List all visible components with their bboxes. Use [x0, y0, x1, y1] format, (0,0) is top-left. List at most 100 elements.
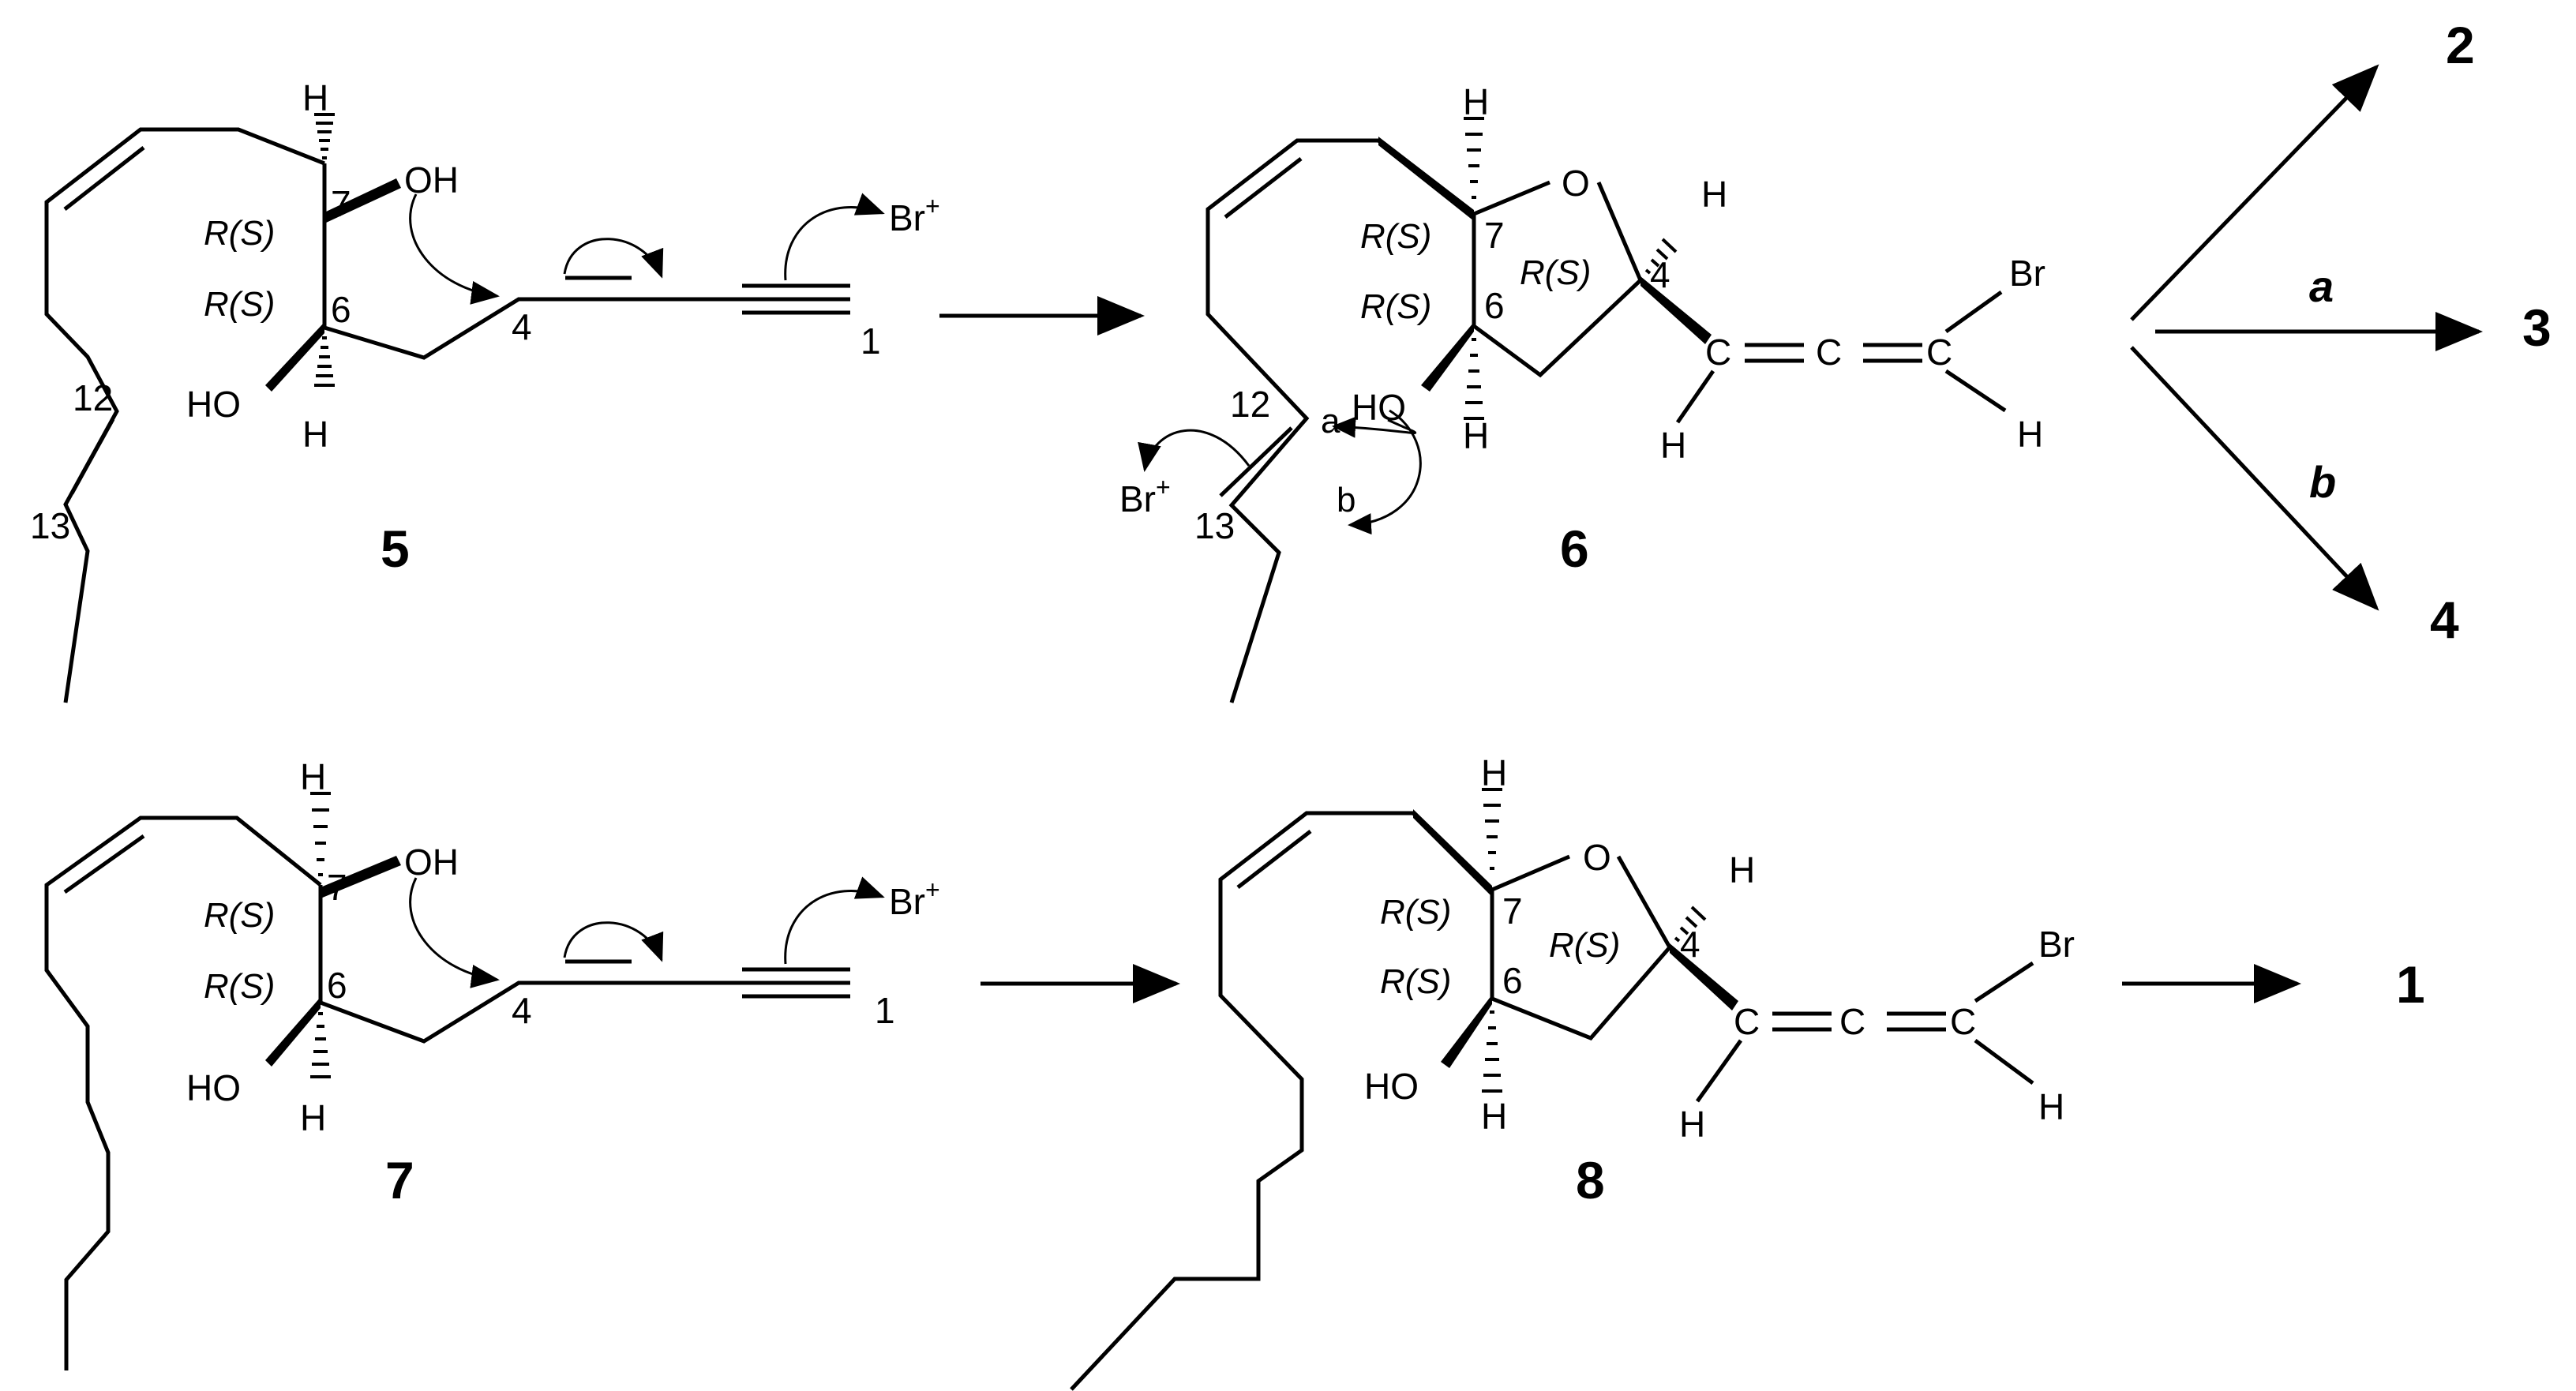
wedge-bond — [1413, 809, 1492, 897]
hashed-bond — [1482, 788, 1502, 870]
stereo-descriptor: R(S) — [204, 896, 275, 935]
wedge-bond — [1421, 322, 1474, 392]
wedge-bond — [1670, 943, 1738, 1010]
hydrogen-label: H — [1701, 174, 1727, 215]
pathway-a-label: a — [1321, 402, 1340, 441]
compound-label-5: 5 — [381, 519, 410, 578]
pathway-a-label: a — [2309, 261, 2334, 311]
hydroxyl-label: HO — [1352, 387, 1406, 428]
stereo-descriptor: R(S) — [1360, 217, 1431, 256]
locant-c4: 4 — [1680, 924, 1700, 965]
locant-c13: 13 — [1194, 505, 1235, 546]
compound-8 — [1070, 788, 2034, 1391]
hydrogen-label: H — [300, 756, 326, 797]
locant-c4: 4 — [512, 306, 532, 347]
wedge-bond — [1378, 137, 1474, 221]
hydroxyl-label: OH — [404, 842, 459, 883]
branch-arrow-to-4 — [2130, 346, 2379, 611]
hydrogen-label: H — [2038, 1086, 2064, 1127]
hashed-bond — [314, 113, 335, 159]
stereo-descriptor: R(S) — [204, 967, 275, 1006]
locant-c4: 4 — [512, 990, 532, 1031]
hydrogen-label: H — [2017, 414, 2043, 455]
wedge-bond — [265, 322, 324, 392]
pathway-b-label: b — [1337, 481, 1355, 519]
allene-carbon-label: C — [1926, 332, 1952, 373]
hydroxyl-label: HO — [186, 1067, 241, 1108]
stereo-descriptor: R(S) — [1380, 962, 1451, 1001]
stereo-descriptor: R(S) — [1549, 926, 1620, 965]
hashed-bond — [1644, 238, 1678, 275]
hydroxyl-label: OH — [404, 159, 459, 201]
hydrogen-label: H — [1463, 81, 1489, 122]
wedge-bond — [1441, 995, 1492, 1068]
compound-6 — [1138, 117, 2007, 703]
hydrogen-label: H — [1481, 1096, 1507, 1137]
hashed-bond — [310, 792, 331, 876]
product-label-1: 1 — [2396, 955, 2425, 1014]
hydrogen-label: H — [302, 414, 328, 455]
locant-c7: 7 — [1484, 215, 1505, 256]
locant-c6: 6 — [327, 965, 347, 1006]
allene-carbon-label: C — [1705, 332, 1731, 373]
hydrogen-label: H — [300, 1097, 326, 1138]
hydrogen-label: H — [302, 77, 328, 118]
locant-c1: 1 — [861, 321, 881, 362]
bromonium-label: Br+ — [1119, 473, 1171, 519]
bromine-label: Br — [2038, 924, 2075, 965]
hydrogen-label: H — [1660, 425, 1686, 466]
locant-c7: 7 — [1502, 890, 1523, 932]
hydrogen-label: H — [1679, 1104, 1705, 1145]
stereo-descriptor: R(S) — [204, 214, 275, 253]
pathway-b-label: b — [2309, 457, 2336, 507]
bromine-label: Br — [2009, 253, 2045, 294]
compound-label-7: 7 — [385, 1151, 414, 1209]
hashed-bond — [1464, 338, 1484, 420]
product-label-4: 4 — [2430, 591, 2459, 649]
stereo-descriptor: R(S) — [1360, 287, 1431, 326]
bromonium-label: Br+ — [889, 192, 940, 238]
locant-c1: 1 — [875, 990, 895, 1031]
locant-c6: 6 — [1484, 285, 1505, 326]
wedge-bond — [1640, 276, 1712, 344]
hashed-bond — [1674, 905, 1707, 943]
product-label-3: 3 — [2522, 298, 2552, 357]
hydrogen-label: H — [1481, 752, 1507, 793]
allene-carbon-label: C — [1734, 1001, 1760, 1042]
compound-label-8: 8 — [1576, 1151, 1605, 1209]
compound-7 — [44, 792, 885, 1370]
branch-arrow-to-2 — [2130, 64, 2379, 321]
hydroxyl-label: HO — [1364, 1066, 1419, 1107]
hashed-bond — [314, 336, 335, 387]
locant-c4: 4 — [1650, 254, 1670, 295]
hashed-bond — [310, 1012, 331, 1078]
hashed-bond — [1464, 117, 1484, 199]
hydroxyl-label: HO — [186, 384, 241, 425]
wedge-bond — [324, 178, 401, 223]
stereo-descriptor: R(S) — [204, 285, 275, 324]
locant-c12: 12 — [1230, 384, 1270, 425]
locant-c6: 6 — [1502, 960, 1523, 1001]
locant-c12: 12 — [73, 377, 113, 418]
ring-oxygen-label: O — [1562, 163, 1590, 204]
hashed-bond — [1482, 1010, 1502, 1093]
hydrogen-label: H — [1463, 415, 1489, 456]
bromonium-label: Br+ — [889, 875, 940, 922]
ring-oxygen-label: O — [1583, 837, 1611, 878]
product-label-2: 2 — [2446, 16, 2475, 74]
locant-c7: 7 — [327, 867, 347, 908]
stereo-descriptor: R(S) — [1520, 253, 1591, 292]
compound-label-6: 6 — [1560, 519, 1589, 578]
wedge-bond — [321, 856, 401, 898]
hydrogen-label: H — [1729, 849, 1755, 890]
compound-5 — [44, 113, 885, 703]
locant-c6: 6 — [331, 289, 351, 330]
allene-carbon-label: C — [1839, 1001, 1865, 1042]
locant-c7: 7 — [331, 183, 351, 224]
wedge-bond — [265, 997, 321, 1067]
stereo-descriptor: R(S) — [1380, 893, 1451, 932]
allene-carbon-label: C — [1816, 332, 1842, 373]
allene-carbon-label: C — [1950, 1001, 1976, 1042]
locant-c13: 13 — [30, 505, 70, 546]
